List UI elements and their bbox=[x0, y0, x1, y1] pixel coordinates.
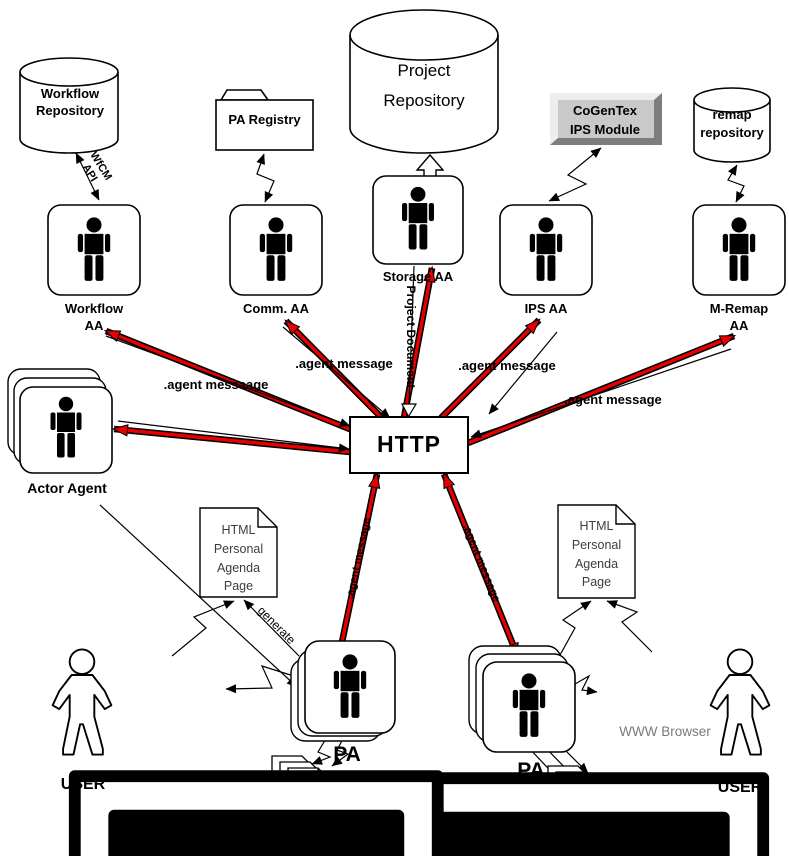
project-repository-label: Project Repository bbox=[383, 61, 465, 110]
agent-message-label-mremap: .agent message bbox=[564, 392, 662, 407]
html-agenda-page-right bbox=[557, 504, 636, 599]
cogentex-module-box bbox=[550, 93, 662, 145]
edge-paregistry-comm-aa bbox=[256, 153, 275, 203]
pa-registry-folder bbox=[215, 89, 314, 151]
workflow-repository-label: Workflow Repository bbox=[36, 86, 104, 118]
pa-right-stack bbox=[468, 645, 576, 753]
pa-left-stack bbox=[290, 640, 396, 742]
edge-http-actor-agent bbox=[111, 424, 351, 454]
red-agent-message-edges bbox=[103, 265, 737, 660]
edge-wfrepo-workflow-aa bbox=[75, 152, 100, 201]
edge-actor-pa-left bbox=[99, 504, 298, 688]
project-document-label: Project Document bbox=[403, 285, 418, 389]
edge-pa-left-computer bbox=[225, 665, 301, 694]
edge-cogentex-ips-aa bbox=[548, 147, 602, 202]
http-hub-label: HTTP bbox=[376, 431, 442, 458]
edge-remaprepo-mremap-aa bbox=[727, 164, 745, 203]
vkb-right-label: vkb bbox=[574, 835, 598, 850]
edge-http-storage-aa bbox=[402, 265, 436, 419]
workflow-aa-agent bbox=[47, 204, 141, 296]
project-repository-cylinder bbox=[349, 9, 499, 154]
agent-message-label-comm: .agent message bbox=[295, 356, 393, 371]
agent-message-label-workflow: .agent messaage bbox=[163, 377, 269, 392]
edge-http-comm-aa bbox=[284, 319, 384, 420]
storage-aa-agent bbox=[372, 175, 464, 265]
actor-agent-label: Actor Agent bbox=[27, 480, 107, 496]
pa-right-label: PA bbox=[517, 759, 545, 782]
edge-computer-page-left bbox=[171, 600, 235, 657]
cogentex-module-label: CoGenTex IPS Module bbox=[569, 103, 641, 137]
workflow-aa-label: Workflow AA bbox=[64, 301, 124, 333]
edge-pa-right-page bbox=[559, 600, 592, 656]
edge-storage-project-document bbox=[408, 265, 415, 405]
m-remap-aa-agent bbox=[692, 204, 786, 296]
edge-http-ips-aa bbox=[439, 318, 541, 420]
user-right-label: USER bbox=[717, 779, 763, 796]
comm-aa-agent bbox=[229, 204, 323, 296]
agent-message-label-ips: .agent message bbox=[458, 358, 556, 373]
actor-agent-stack bbox=[7, 368, 113, 474]
edge-http-mremap-aa bbox=[467, 334, 737, 445]
edge-computer-page-right bbox=[606, 600, 653, 653]
remap-repository-label: remap repository bbox=[700, 107, 764, 141]
html-agenda-right-label: HTML Personal Agenda Page bbox=[571, 519, 622, 590]
edge-pa-right-http bbox=[442, 471, 520, 660]
edge-pa-left-http bbox=[339, 471, 381, 648]
storage-aa-label: Storage AA bbox=[382, 269, 454, 284]
edge-http-workflow-aa bbox=[103, 329, 353, 432]
thin-black-edges bbox=[75, 147, 745, 784]
www-browser-label: WWW Browser bbox=[619, 724, 711, 739]
project-document-hollow-arrowhead bbox=[401, 403, 418, 418]
vkb-left-label: vkb bbox=[284, 833, 308, 848]
workflow-repository-cylinder bbox=[19, 57, 119, 154]
pa-left-label: PA bbox=[333, 743, 361, 766]
m-remap-aa-label: M-Remap AA bbox=[709, 301, 769, 333]
ips-aa-agent bbox=[499, 204, 593, 296]
comm-aa-label: Comm. AA bbox=[243, 301, 309, 316]
pa-registry-label: PA Registry bbox=[228, 112, 301, 127]
edge-pa-right-computer bbox=[574, 674, 598, 696]
edge-generate bbox=[243, 599, 300, 657]
html-agenda-page-left bbox=[199, 507, 278, 598]
remap-repository-cylinder bbox=[693, 87, 771, 163]
http-hub-box bbox=[349, 416, 469, 474]
user-left-label: USER bbox=[60, 776, 106, 793]
user-left-figure bbox=[51, 648, 113, 756]
html-agenda-left-label: HTML Personal Agenda Page bbox=[213, 523, 264, 594]
edge-pa-left-vkb bbox=[311, 736, 332, 765]
ips-aa-label: IPS AA bbox=[524, 301, 568, 316]
